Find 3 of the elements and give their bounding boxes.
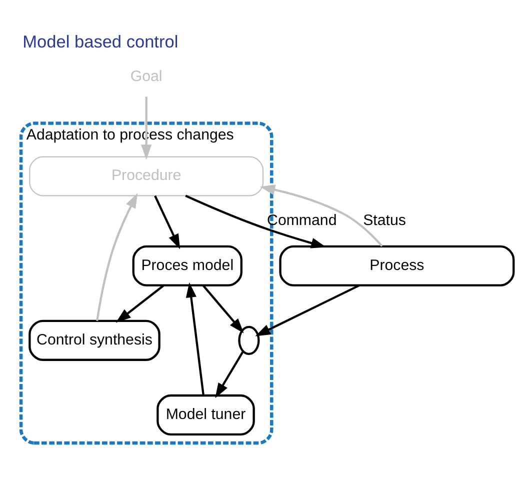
node-text: Goal <box>130 67 162 84</box>
diagram-title: Model based control <box>22 30 178 51</box>
edge-label: Status <box>363 212 406 229</box>
